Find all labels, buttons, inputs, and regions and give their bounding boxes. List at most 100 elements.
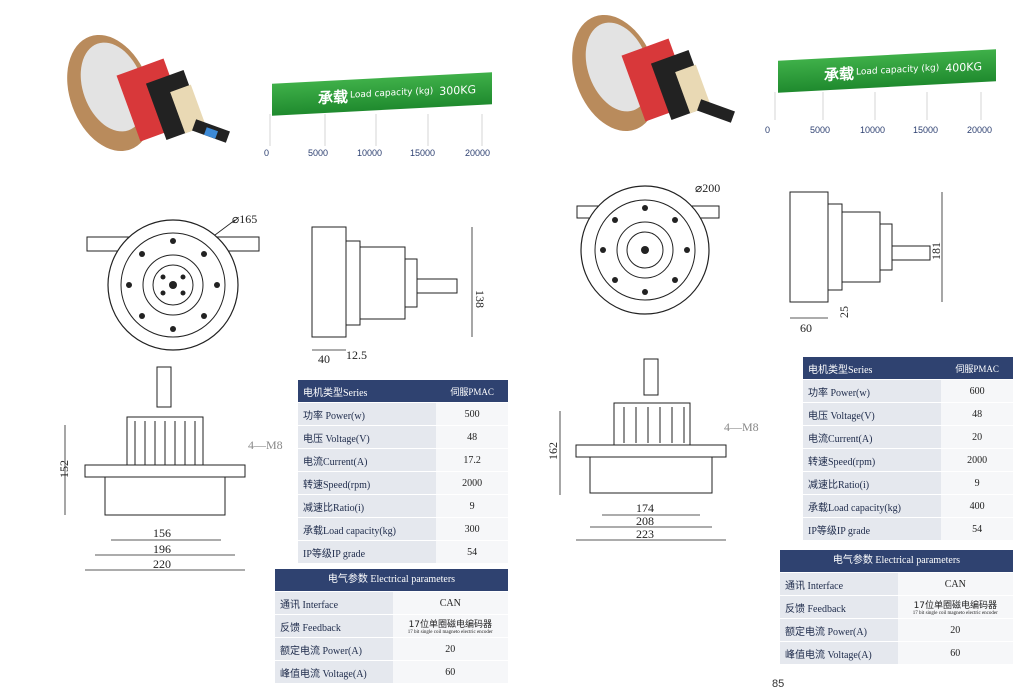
axis-guides-left	[269, 114, 483, 146]
axis-tick: 5000	[308, 148, 329, 158]
elec-sub: 17 bit single coil magneto electric enco…	[407, 630, 493, 635]
spec-series-key: 电机类型Series	[298, 380, 437, 403]
axis-tick: 0	[765, 125, 771, 135]
load-capacity-label: Load capacity (kg)	[856, 63, 940, 78]
bottom-view-drawing-left: 152 156 196 220 4—M8	[57, 366, 283, 571]
spec-key: 电流Current(A)	[803, 425, 942, 449]
spec-key: 电压 Voltage(V)	[803, 402, 942, 426]
dim-12-5: 12.5	[346, 348, 367, 362]
front-view-drawing-left: ⌀165	[86, 212, 260, 351]
axis-tick: 20000	[465, 148, 491, 158]
elec-head-right: 电气参数 Electrical parameters	[780, 550, 1013, 572]
spec-val: 400	[941, 494, 1013, 518]
elec-val: CAN	[392, 592, 508, 615]
spec-val: 20	[941, 425, 1013, 449]
dim-holes: 4—M8	[724, 420, 759, 434]
elec-val: 20	[392, 637, 508, 661]
spec-val: 9	[436, 494, 508, 518]
load-capacity-label: Load capacity (kg)	[350, 86, 434, 101]
spec-key: 转速Speed(rpm)	[298, 471, 437, 495]
spec-val: 48	[436, 425, 508, 449]
spec-val: 2000	[941, 448, 1013, 472]
spec-key: 功率 Power(w)	[298, 402, 437, 426]
spec-val: 48	[941, 402, 1013, 426]
spec-key: IP等级IP grade	[298, 540, 437, 564]
elec-key: 峰值电流 Voltage(A)	[780, 641, 898, 665]
elec-key: 通讯 Interface	[780, 573, 898, 596]
load-capacity-value: 400KG	[945, 59, 983, 75]
dim-223: 223	[636, 527, 654, 541]
elec-head-left: 电气参数 Electrical parameters	[275, 569, 508, 591]
spec-val: 600	[941, 379, 1013, 403]
load-capacity-cn: 承载	[318, 87, 349, 107]
elec-val: 60	[392, 660, 508, 684]
spec-val: 54	[436, 540, 508, 564]
bottom-view-drawing-right: 162 174 208 223 4—M8	[546, 358, 759, 541]
elec-val: CAN	[897, 573, 1013, 596]
elec-val: 17位单圈磁电编码器	[408, 620, 493, 630]
elec-key: 通讯 Interface	[275, 592, 393, 615]
dim-diameter: ⌀200	[695, 181, 720, 195]
elec-val: 60	[897, 641, 1013, 665]
dim-60: 60	[800, 321, 812, 335]
axis-tick: 0	[264, 148, 270, 158]
axis-tick: 10000	[860, 125, 886, 135]
spec-key: 电流Current(A)	[298, 448, 437, 472]
dim-162: 162	[546, 442, 560, 460]
front-view-drawing-right: ⌀200	[576, 181, 720, 315]
dim-25: 25	[837, 306, 851, 318]
load-capacity-value: 300KG	[439, 82, 477, 98]
side-view-drawing-left: 138 40 12.5	[311, 226, 487, 366]
axis-tick: 5000	[810, 125, 831, 135]
spec-key: IP等级IP grade	[803, 517, 942, 541]
spec-val: 2000	[436, 471, 508, 495]
dim-156: 156	[153, 526, 171, 540]
spec-key: 转速Speed(rpm)	[803, 448, 942, 472]
spec-key: 承载Load capacity(kg)	[298, 517, 437, 541]
page-number: 85	[772, 678, 785, 690]
axis-tick: 15000	[913, 125, 939, 135]
dim-40: 40	[318, 352, 330, 366]
spec-key: 减速比Ratio(i)	[803, 471, 942, 495]
load-capacity-cn: 承载	[824, 64, 855, 84]
elec-key: 额定电流 Power(A)	[275, 637, 393, 661]
elec-val: 17位单圈磁电编码器	[913, 601, 998, 611]
axis-tick: 20000	[967, 125, 993, 135]
elec-sub: 17 bit single coil magneto electric enco…	[912, 611, 998, 616]
dim-holes: 4—M8	[248, 438, 283, 452]
spec-val: 17.2	[436, 448, 508, 472]
spec-key: 电压 Voltage(V)	[298, 425, 437, 449]
elec-key: 峰值电流 Voltage(A)	[275, 660, 393, 684]
side-view-drawing-right: 181 25 60	[789, 191, 943, 335]
motor-photo-left	[67, 34, 230, 152]
spec-series-val: 伺服PMAC	[436, 380, 508, 403]
spec-key: 功率 Power(w)	[803, 379, 942, 403]
spec-val: 9	[941, 471, 1013, 495]
spec-series-val: 伺服PMAC	[941, 357, 1013, 380]
axis-tick: 10000	[357, 148, 383, 158]
dim-174: 174	[636, 501, 654, 515]
elec-key: 反馈 Feedback	[275, 614, 393, 638]
spec-key: 减速比Ratio(i)	[298, 494, 437, 518]
spec-key: 承载Load capacity(kg)	[803, 494, 942, 518]
load-capacity-bar-left: 承载 Load capacity (kg) 300KG	[272, 72, 492, 116]
dim-152: 152	[57, 460, 71, 478]
dim-181: 181	[929, 242, 943, 260]
motor-photo-right	[572, 14, 735, 132]
load-capacity-bar-right: 承载 Load capacity (kg) 400KG	[778, 49, 996, 93]
spec-val: 54	[941, 517, 1013, 541]
dim-depth: 138	[473, 290, 487, 308]
elec-key: 额定电流 Power(A)	[780, 618, 898, 642]
dim-196: 196	[153, 542, 171, 556]
axis-tick: 15000	[410, 148, 436, 158]
spec-series-key: 电机类型Series	[803, 357, 942, 380]
dim-220: 220	[153, 557, 171, 571]
spec-val: 300	[436, 517, 508, 541]
elec-val: 20	[897, 618, 1013, 642]
axis-guides-right	[774, 92, 982, 120]
spec-val: 500	[436, 402, 508, 426]
